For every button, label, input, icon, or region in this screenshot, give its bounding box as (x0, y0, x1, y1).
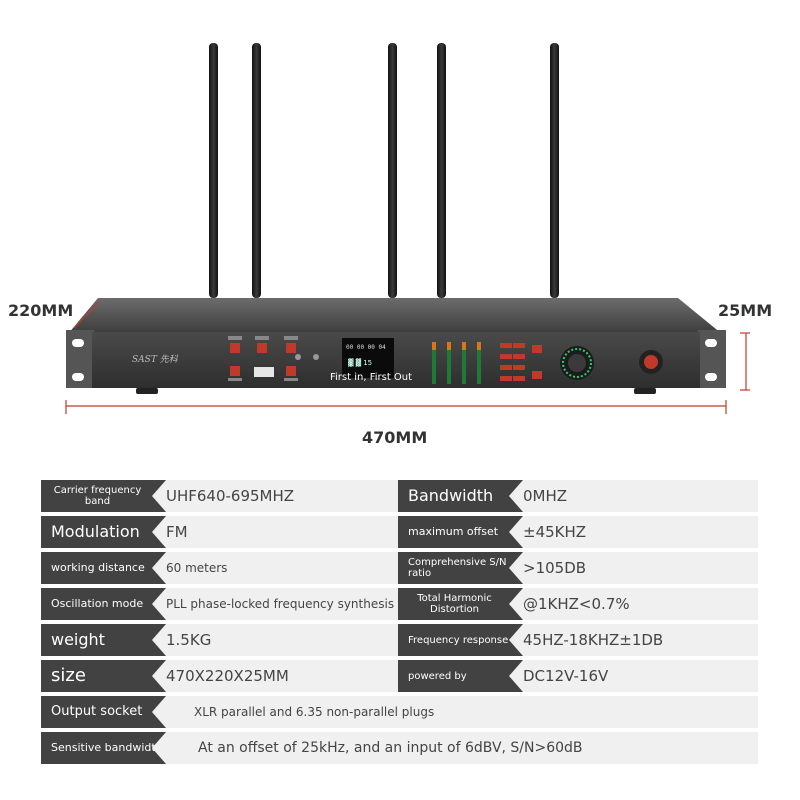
table-row: weight 1.5KG Frequency response 45HZ-18K… (41, 624, 758, 656)
foot (634, 388, 656, 394)
spec-label: Oscillation mode (41, 588, 166, 620)
spec-value: DC12V-16V (523, 660, 758, 692)
rotary-knob (560, 346, 594, 380)
table-row: Output socket XLR parallel and 6.35 non-… (41, 696, 758, 728)
spec-label: Carrier frequency band (41, 480, 166, 512)
spec-label: weight (41, 624, 166, 656)
depth-line (73, 301, 100, 329)
antenna (209, 43, 218, 298)
spec-value: 1.5KG (166, 624, 398, 656)
receiver-illustration: 00 00 00 04 ▓ ▓ 15 (65, 43, 750, 414)
red-button (500, 376, 512, 381)
antenna (388, 43, 397, 298)
antenna (252, 43, 261, 298)
height-label: 25MM (718, 301, 773, 320)
spec-label: Frequency response (398, 624, 523, 656)
spec-label: maximum offset (398, 516, 523, 548)
power-button (639, 350, 663, 374)
usb-port (254, 367, 274, 377)
red-button (286, 366, 296, 376)
antenna (550, 43, 559, 298)
vu-meters (432, 342, 481, 384)
spec-value: XLR parallel and 6.35 non-parallel plugs (166, 696, 758, 728)
channel-buttons-left (228, 336, 319, 381)
table-row: Sensitive bandwidth At an offset of 25kH… (41, 732, 758, 764)
spec-label: Sensitive bandwidth (41, 732, 166, 764)
spec-label: Total Harmonic Distortion (398, 588, 523, 620)
depth-label: 220MM (8, 301, 74, 320)
table-row: working distance 60 meters Comprehensive… (41, 552, 758, 584)
red-button (532, 371, 542, 379)
spec-value: 60 meters (166, 552, 398, 584)
red-button (513, 343, 525, 348)
spec-value: PLL phase-locked frequency synthesis (166, 588, 398, 620)
display-caption: First in, First Out (330, 372, 413, 383)
spec-label: Modulation (41, 516, 166, 548)
channel-buttons-right (500, 343, 542, 381)
spec-label: powered by (398, 660, 523, 692)
spec-value: UHF640-695MHZ (166, 480, 398, 512)
spec-value: 0MHZ (523, 480, 758, 512)
spec-value: FM (166, 516, 398, 548)
width-label: 470MM (362, 428, 428, 447)
red-button (500, 343, 512, 348)
brand-logo: SAST 先科 (132, 355, 178, 365)
spec-value: 470X220X25MM (166, 660, 398, 692)
front-panel (92, 332, 700, 388)
svg-text:▓ ▓ 15: ▓ ▓ 15 (348, 358, 372, 367)
spec-label: size (41, 660, 166, 692)
table-row: Modulation FM maximum offset ±45KHZ (41, 516, 758, 548)
red-button (257, 343, 267, 353)
spec-value: >105DB (523, 552, 758, 584)
spec-value: ±45KHZ (523, 516, 758, 548)
antennas (209, 43, 559, 298)
red-button (286, 343, 296, 353)
red-button (513, 354, 525, 359)
red-button (532, 345, 542, 353)
foot (136, 388, 158, 394)
lcd-display (342, 338, 394, 378)
red-button (513, 365, 525, 370)
spec-label: working distance (41, 552, 166, 584)
red-button (230, 366, 240, 376)
spec-label: Output socket (41, 696, 166, 728)
red-button (513, 376, 525, 381)
table-row: Carrier frequency band UHF640-695MHZ Ban… (41, 480, 758, 512)
red-button (500, 365, 512, 370)
device-top (68, 298, 722, 334)
red-button (500, 354, 512, 359)
table-row: Oscillation mode PLL phase-locked freque… (41, 588, 758, 620)
spec-value: 45HZ-18KHZ±1DB (523, 624, 758, 656)
table-row: size 470X220X25MM powered by DC12V-16V (41, 660, 758, 692)
spec-table: Carrier frequency band UHF640-695MHZ Ban… (41, 476, 758, 768)
spec-label: Bandwidth (398, 480, 523, 512)
red-button (230, 343, 240, 353)
svg-text:00 00 00 04: 00 00 00 04 (346, 344, 386, 351)
antenna (437, 43, 446, 298)
spec-value: @1KHZ<0.7% (523, 588, 758, 620)
spec-label: Comprehensive S/N ratio (398, 552, 523, 584)
spec-value: At an offset of 25kHz, and an input of 6… (166, 732, 758, 764)
